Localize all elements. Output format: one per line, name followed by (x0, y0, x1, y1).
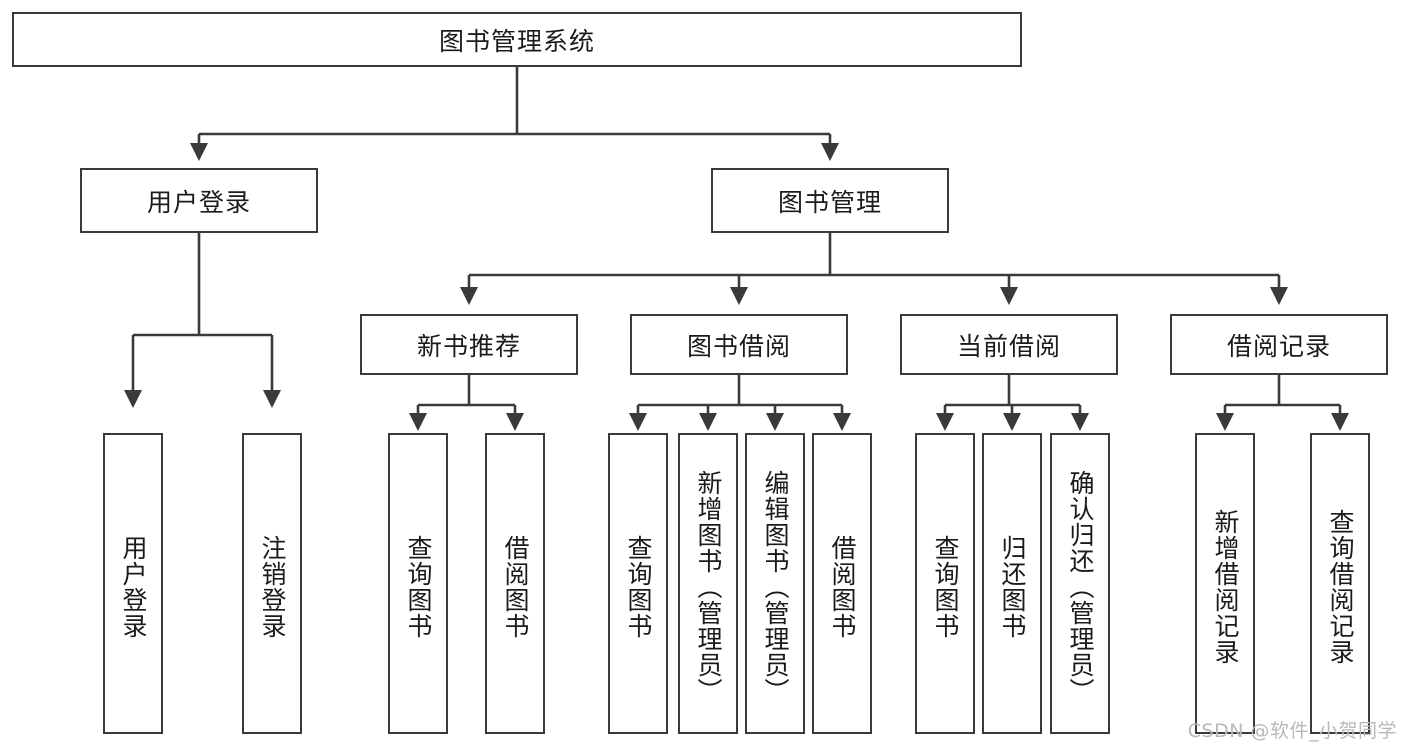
node-new-book-recommend-label: 新书推荐 (416, 331, 521, 361)
node-root-label: 图书管理系统 (438, 26, 595, 56)
leaf-borrow-edit-book-label: 编辑图书（管理员） (761, 469, 790, 704)
leaf-current-return-book-label: 归还图书 (998, 534, 1027, 639)
node-borrow-record[interactable]: 借阅记录 (1170, 314, 1388, 375)
leaf-borrow-borrow-book[interactable]: 借阅图书 (812, 433, 872, 734)
leaf-borrow-add-book-label: 新增图书（管理员） (694, 469, 723, 704)
node-book-management[interactable]: 图书管理 (711, 168, 949, 233)
leaf-recommend-borrow-book-label: 借阅图书 (501, 534, 530, 639)
node-book-borrow-label: 图书借阅 (686, 331, 791, 361)
leaf-record-query-label: 查询借阅记录 (1326, 508, 1355, 665)
node-book-borrow[interactable]: 图书借阅 (630, 314, 848, 375)
leaf-recommend-query-book-label: 查询图书 (404, 534, 433, 639)
node-borrow-record-label: 借阅记录 (1226, 331, 1331, 361)
leaf-borrow-query-book[interactable]: 查询图书 (608, 433, 668, 734)
node-root[interactable]: 图书管理系统 (12, 12, 1022, 67)
leaf-user-login[interactable]: 用户登录 (103, 433, 163, 734)
leaf-current-query-book-label: 查询图书 (931, 534, 960, 639)
leaf-logout[interactable]: 注销登录 (242, 433, 302, 734)
leaf-current-query-book[interactable]: 查询图书 (915, 433, 975, 734)
node-current-borrow[interactable]: 当前借阅 (900, 314, 1118, 375)
leaf-borrow-add-book[interactable]: 新增图书（管理员） (678, 433, 738, 734)
leaf-borrow-edit-book[interactable]: 编辑图书（管理员） (745, 433, 805, 734)
leaf-recommend-query-book[interactable]: 查询图书 (388, 433, 448, 734)
leaf-recommend-borrow-book[interactable]: 借阅图书 (485, 433, 545, 734)
node-user-login[interactable]: 用户登录 (80, 168, 318, 233)
leaf-current-confirm-return-label: 确认归还（管理员） (1066, 469, 1095, 704)
leaf-current-return-book[interactable]: 归还图书 (982, 433, 1042, 734)
node-user-login-label: 用户登录 (146, 187, 251, 217)
leaf-record-add[interactable]: 新增借阅记录 (1195, 433, 1255, 734)
leaf-record-query[interactable]: 查询借阅记录 (1310, 433, 1370, 734)
leaf-logout-label: 注销登录 (258, 534, 287, 639)
leaf-record-add-label: 新增借阅记录 (1211, 508, 1240, 665)
leaf-user-login-label: 用户登录 (119, 534, 148, 639)
node-new-book-recommend[interactable]: 新书推荐 (360, 314, 578, 375)
leaf-borrow-borrow-book-label: 借阅图书 (828, 534, 857, 639)
leaf-borrow-query-book-label: 查询图书 (624, 534, 653, 639)
leaf-current-confirm-return[interactable]: 确认归还（管理员） (1050, 433, 1110, 734)
node-book-management-label: 图书管理 (777, 187, 882, 217)
node-current-borrow-label: 当前借阅 (956, 331, 1061, 361)
